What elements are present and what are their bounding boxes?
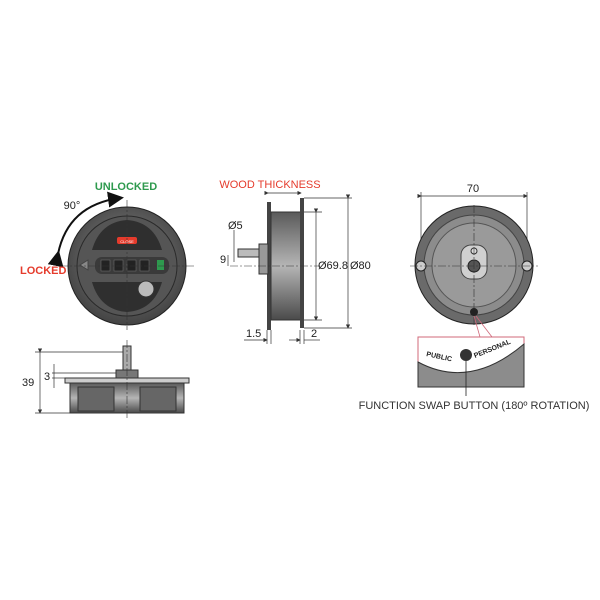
key-1[interactable] (100, 259, 111, 272)
left-thickness: 1.5 (246, 328, 261, 340)
key-2[interactable] (113, 259, 124, 272)
shaft-diameter: Ø5 (228, 220, 243, 232)
green-led (157, 260, 164, 270)
offset-dimension: 3 (44, 371, 50, 383)
key-3[interactable] (126, 259, 137, 272)
key-4[interactable] (139, 259, 150, 272)
outer-diameter: Ø80 (350, 260, 371, 272)
bottom-side-view: 39 3 (22, 340, 190, 420)
middle-side-view: WOOD THICKNESS Ø5 9 Ø69.8 Ø80 1.5 2 (219, 179, 371, 344)
wood-thickness-label: WOOD THICKNESS (219, 179, 320, 191)
shaft-profile (237, 248, 261, 258)
front-flange (300, 198, 304, 328)
key-cylinder (137, 280, 155, 298)
function-swap-caption: FUNCTION SWAP BUTTON (180º ROTATION) (359, 400, 590, 412)
shaft-offset: 9 (220, 254, 226, 266)
inner-diameter: Ø69.8 (318, 260, 348, 272)
unlocked-label: UNLOCKED (95, 181, 157, 193)
locked-label: LOCKED (20, 265, 67, 277)
right-thickness: 2 (311, 328, 317, 340)
rear-view: 70 PUBLIC PERSONAL FUNCTION SWAP BUTTON … (359, 183, 590, 412)
indicator-text: CLOSE (120, 239, 134, 244)
angle-label: 90° (64, 200, 81, 212)
front-view: CLOSE UNLOCKED 90° LOCKED (20, 181, 195, 330)
function-swap-button[interactable] (470, 308, 478, 316)
swap-button-detail (460, 349, 472, 361)
height-dimension: 39 (22, 377, 34, 389)
rotation-arrow-icon (47, 191, 124, 268)
width-dimension: 70 (467, 183, 479, 195)
